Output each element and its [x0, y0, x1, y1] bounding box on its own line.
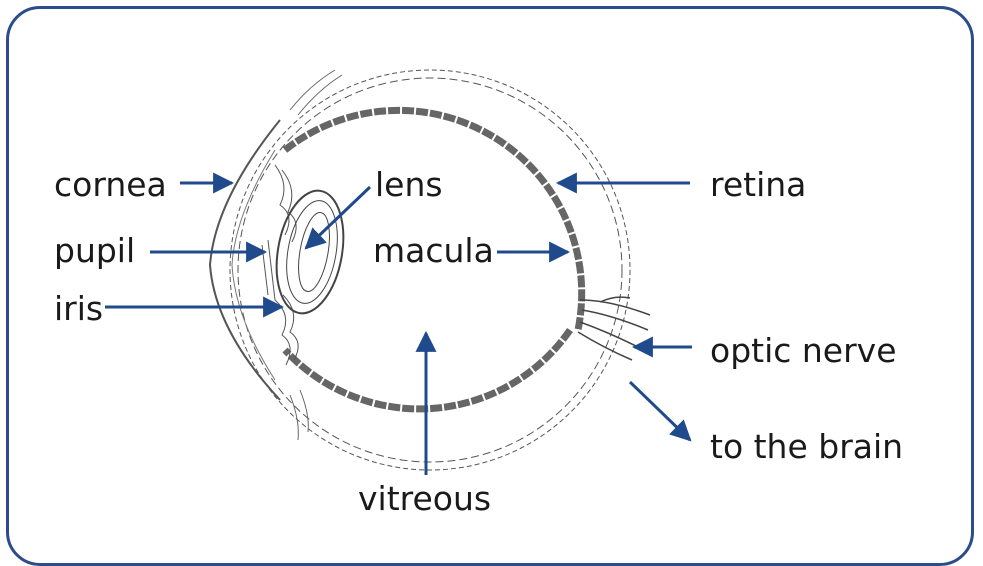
- optic-nerve-shape: [578, 297, 650, 360]
- label-optic-nerve: optic nerve: [710, 334, 897, 367]
- label-vitreous: vitreous: [358, 482, 491, 515]
- arrow-to-brain: [630, 382, 690, 440]
- label-lens: lens: [375, 168, 443, 201]
- retina-band: [285, 110, 582, 330]
- arrow-lens: [306, 187, 370, 248]
- cornea-shape: [210, 120, 280, 400]
- eyeball: [230, 70, 630, 470]
- label-pupil: pupil: [54, 234, 135, 267]
- iris-fibers: [262, 165, 298, 365]
- label-to-the-brain: to the brain: [710, 430, 903, 463]
- label-macula: macula: [373, 234, 494, 267]
- label-iris: iris: [54, 292, 103, 325]
- label-cornea: cornea: [54, 168, 167, 201]
- arrows: [105, 183, 692, 475]
- label-retina: retina: [710, 168, 806, 201]
